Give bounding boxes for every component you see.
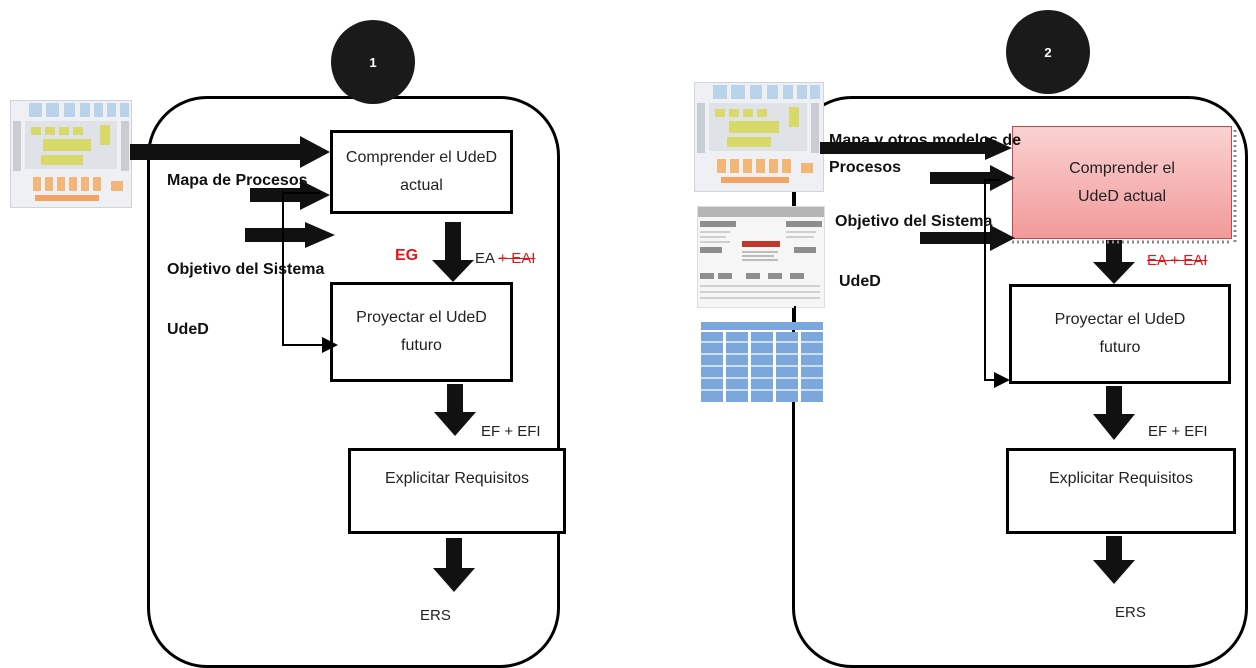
input-objective-label-2: Objetivo del Sistema	[835, 213, 993, 230]
down-arrow-1a	[432, 222, 474, 282]
ef-efi-label-2: EF + EFI	[1148, 423, 1208, 440]
down-arrow-2a	[1093, 240, 1135, 284]
arrow-map-to-box-2	[930, 165, 1015, 191]
ea-text: EA	[475, 250, 495, 267]
step-number-1: 1	[369, 54, 377, 70]
project-future-uded-box-2: Proyectar el UdeD futuro	[1009, 284, 1231, 384]
process-map-image-2	[695, 83, 823, 191]
arrow-objective-2	[920, 225, 1015, 251]
objective-document-image-2	[698, 207, 824, 299]
arrow-process-map-1	[130, 136, 330, 168]
step-number-badge-1: 1	[331, 20, 415, 104]
input-uded-label-2: UdeD	[839, 273, 881, 290]
box-label-line1: Comprender el UdeD	[345, 149, 498, 166]
process-map-thumbnail-1	[10, 100, 132, 208]
box-label: Explicitar Requisitos	[1048, 470, 1194, 487]
box-label: Explicitar Requisitos	[384, 470, 530, 487]
uded-documents-image-2	[701, 322, 823, 402]
input-arrows-1	[130, 136, 476, 592]
arrow-objective-1	[245, 222, 335, 248]
explicit-requirements-box-2: Explicitar Requisitos	[1006, 448, 1236, 534]
box-label-line1: Proyectar el UdeD	[356, 309, 487, 326]
down-arrow-2c	[1093, 536, 1135, 584]
process-map-image-1	[11, 101, 131, 207]
box-label-line1: Comprender el	[1069, 159, 1175, 177]
connector-feedback-2	[984, 179, 1010, 388]
ea-eai-struck-label-2: EA + EAI	[1147, 252, 1208, 269]
ers-label-1: ERS	[420, 607, 451, 624]
box-label-line2: UdeD actual	[1077, 187, 1167, 205]
ea-label-1: EA + EAI	[475, 250, 535, 267]
arrow-map-to-box-1	[250, 180, 330, 210]
eai-struck-text: + EAI	[498, 250, 536, 267]
flow-arrows	[130, 130, 1237, 592]
uded-documents-thumbnail-2	[701, 322, 823, 402]
down-arrow-2b	[1093, 386, 1135, 440]
step-number-badge-2: 2	[1006, 10, 1090, 94]
ers-label-2: ERS	[1115, 604, 1146, 621]
project-future-uded-box-1: Proyectar el UdeD futuro	[330, 282, 513, 382]
box-label-line2: futuro	[401, 337, 442, 354]
box-label-line2: futuro	[1099, 339, 1141, 356]
step-number-2: 2	[1044, 44, 1052, 60]
box-label-line2: actual	[400, 177, 443, 194]
understand-current-uded-box-1: Comprender el UdeD actual	[330, 130, 513, 214]
understand-current-uded-box-2: Comprender el UdeD actual	[1012, 126, 1232, 239]
down-arrow-1b	[434, 384, 476, 436]
ef-efi-label-1: EF + EFI	[481, 423, 541, 440]
arrow-maps-2	[820, 136, 1012, 160]
eg-label-1: EG	[395, 247, 419, 264]
box-label-line1: Proyectar el UdeD	[1054, 311, 1186, 328]
explicit-requirements-box-1: Explicitar Requisitos	[348, 448, 566, 534]
input-uded-label-1: UdeD	[167, 321, 209, 338]
connector-feedback-1	[282, 192, 338, 353]
input-objective-label-1: Objetivo del Sistema	[167, 261, 325, 278]
down-arrow-1c	[433, 538, 475, 592]
input-arrows-2	[820, 136, 1135, 584]
input-process-map-label-1: Mapa de Procesos	[167, 172, 308, 189]
objective-document-thumbnail-2	[697, 206, 825, 308]
label-line2: Procesos	[829, 159, 902, 176]
process-map-thumbnail-2	[694, 82, 824, 192]
